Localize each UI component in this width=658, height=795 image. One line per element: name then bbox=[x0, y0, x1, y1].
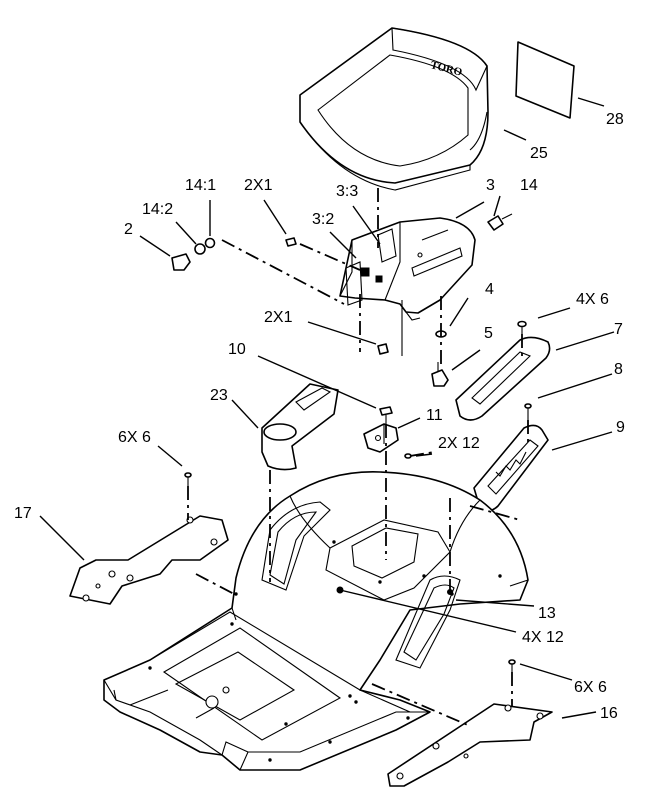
label-part-25: 25 bbox=[530, 145, 548, 162]
label-part-8: 8 bbox=[614, 361, 623, 378]
label-part-14-2: 14:2 bbox=[142, 201, 173, 218]
label-part-2x12: 2X 12 bbox=[438, 435, 480, 452]
footrest-plate-part-16 bbox=[387, 703, 553, 787]
label-part-3-2: 3:2 bbox=[312, 211, 334, 228]
shift-plate-part-9 bbox=[473, 424, 549, 512]
label-part-2x1-top: 2X1 bbox=[244, 177, 273, 194]
cup-holder-part-23 bbox=[261, 383, 339, 471]
label-part-16: 16 bbox=[600, 705, 618, 722]
label-part-5: 5 bbox=[484, 325, 493, 342]
label-part-6x6-left: 6X 6 bbox=[118, 429, 151, 446]
label-part-2x1-mid: 2X1 bbox=[264, 309, 293, 326]
pin-part-4x6 bbox=[517, 320, 527, 334]
label-part-4x6: 4X 6 bbox=[576, 291, 609, 308]
label-part-14: 14 bbox=[520, 177, 538, 194]
bolt-part-2x1-mid bbox=[377, 343, 389, 355]
label-part-13: 13 bbox=[538, 605, 556, 622]
ring-part-14-1 bbox=[204, 237, 216, 249]
label-part-2: 2 bbox=[124, 221, 133, 238]
seat-part-25 bbox=[299, 27, 489, 191]
label-part-4: 4 bbox=[485, 281, 494, 298]
label-part-17: 17 bbox=[14, 505, 32, 522]
label-part-11: 11 bbox=[426, 407, 443, 424]
fender-footrest-assembly bbox=[103, 471, 529, 771]
footrest-plate-part-17 bbox=[69, 515, 229, 605]
label-part-3-3: 3:3 bbox=[336, 183, 358, 200]
label-part-10: 10 bbox=[228, 341, 246, 358]
leader-lines bbox=[39, 97, 615, 719]
screw-part-14 bbox=[487, 213, 513, 231]
assembly-centerlines bbox=[187, 188, 529, 727]
pin-part-6x6-right bbox=[508, 659, 516, 672]
label-part-14-1: 14:1 bbox=[185, 177, 216, 194]
label-part-4x12: 4X 12 bbox=[522, 629, 564, 646]
bracket-part-11 bbox=[363, 423, 399, 453]
pin-part-6x6-left bbox=[184, 472, 192, 486]
knob-part-5 bbox=[431, 362, 449, 387]
label-part-3: 3 bbox=[486, 177, 495, 194]
decal-part-28 bbox=[515, 41, 575, 119]
pin-part-8 bbox=[524, 403, 532, 420]
seat-pan-part-3 bbox=[339, 217, 476, 321]
bolt-part-10 bbox=[379, 406, 393, 424]
label-part-6x6-right: 6X 6 bbox=[574, 679, 607, 696]
label-part-28: 28 bbox=[606, 111, 624, 128]
knob-part-2 bbox=[171, 253, 191, 271]
label-part-7: 7 bbox=[614, 321, 623, 338]
washer-part-14-2 bbox=[194, 243, 206, 255]
bolt-part-2x1-top bbox=[285, 237, 297, 247]
label-part-9: 9 bbox=[616, 419, 625, 436]
label-part-23: 23 bbox=[210, 387, 228, 404]
plate-part-7 bbox=[455, 336, 551, 421]
